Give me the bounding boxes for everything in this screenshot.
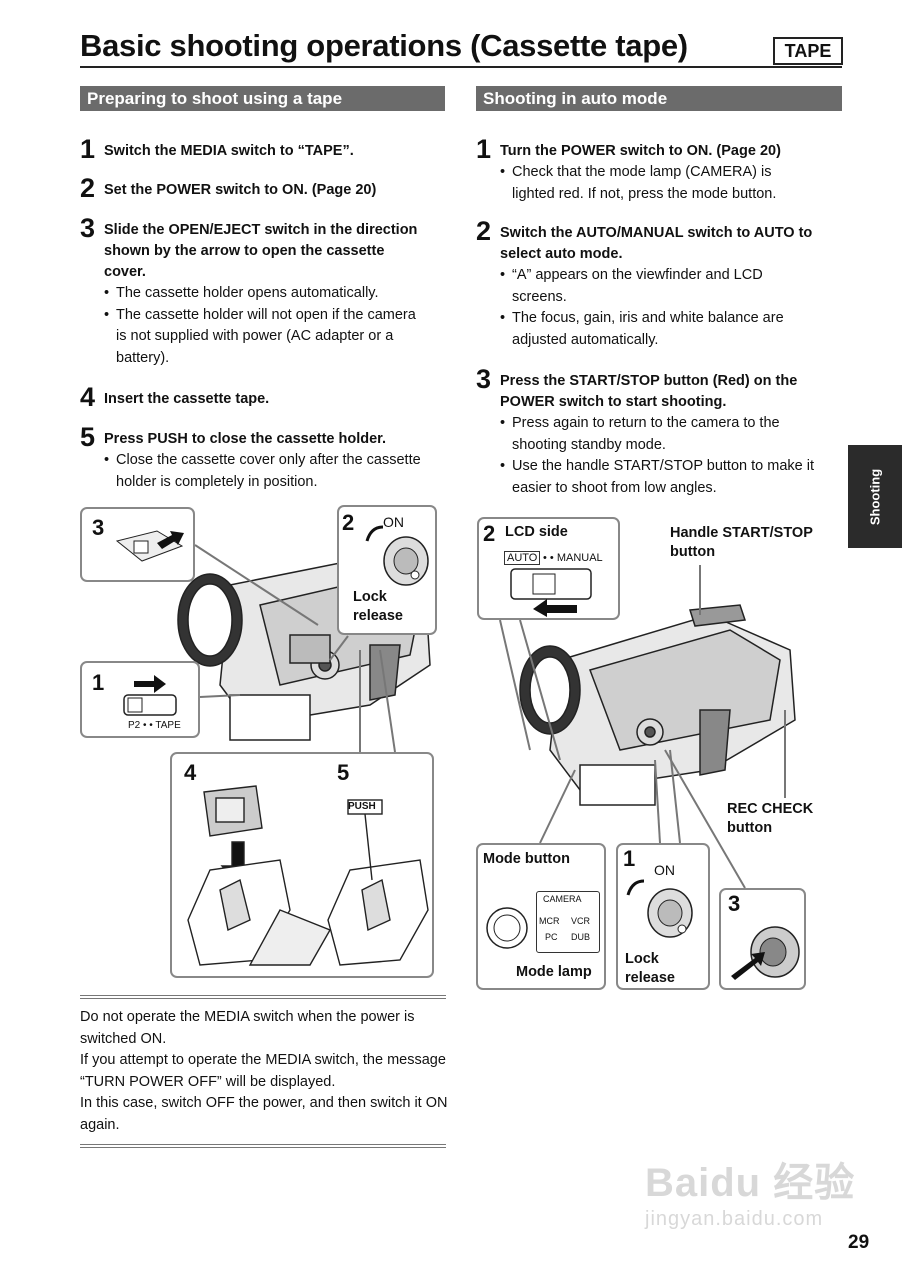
right-step-3: 3 Press the START/STOP button (Red) on t… bbox=[476, 364, 842, 499]
note-line: If you attempt to operate the MEDIA swit… bbox=[80, 1052, 446, 1090]
open-eject-switch-icon bbox=[115, 530, 184, 562]
note-line: In this case, switch OFF the power, and … bbox=[80, 1095, 448, 1133]
left-step-2: 2 Set the POWER switch to ON. (Page 20) bbox=[80, 173, 452, 203]
power-dial-icon bbox=[626, 879, 693, 938]
section-side-tab: Shooting bbox=[848, 445, 902, 548]
step-number: 3 bbox=[476, 364, 492, 394]
on-label: ON bbox=[654, 862, 675, 878]
mode-lamp-panel: CAMERA MCR VCR PC DUB bbox=[536, 891, 600, 953]
left-step-3: 3 Slide the OPEN/EJECT switch in the dir… bbox=[80, 213, 426, 370]
bullet: Close the cassette cover only after the … bbox=[104, 450, 430, 493]
step-text: Switch the AUTO/MANUAL switch to AUTO to… bbox=[500, 225, 813, 262]
power-dial-icon bbox=[365, 525, 429, 586]
pc-lamp-label: PC bbox=[545, 932, 558, 942]
callout-number: 5 bbox=[337, 760, 350, 785]
camera-lamp-label: CAMERA bbox=[543, 894, 582, 904]
mode-button-icon bbox=[486, 907, 528, 949]
handle-start-stop-label: Handle START/STOP button bbox=[670, 525, 813, 560]
media-switch-icon bbox=[123, 675, 177, 716]
push-label: PUSH bbox=[348, 801, 376, 812]
step-number: 3 bbox=[80, 213, 96, 243]
manual-label: • • MANUAL bbox=[543, 552, 603, 564]
step-text: Turn the POWER switch to ON. (Page 20) bbox=[500, 143, 781, 159]
bullet: The focus, gain, iris and white balance … bbox=[500, 308, 822, 351]
note-line: Do not operate the MEDIA switch when the… bbox=[80, 1009, 415, 1047]
figure-media-switch: 1 P2 • • TAPE bbox=[80, 661, 200, 738]
step-number: 1 bbox=[476, 134, 492, 164]
figure-lcd-side: 2 LCD side AUTO • • MANUAL bbox=[477, 517, 620, 620]
page-title: Basic shooting operations (Cassette tape… bbox=[80, 28, 688, 63]
on-label: ON bbox=[383, 514, 404, 530]
left-step-1: 1 Switch the MEDIA switch to “TAPE”. bbox=[80, 134, 452, 164]
callout-number: 2 bbox=[483, 521, 496, 546]
page-number: 29 bbox=[848, 1232, 870, 1253]
left-step-4: 4 Insert the cassette tape. bbox=[80, 382, 452, 412]
media-switch-label: P2 • • TAPE bbox=[128, 720, 181, 731]
callout-number: 2 bbox=[342, 510, 355, 535]
figure-open-eject: 3 bbox=[80, 507, 195, 582]
bullet: The cassette holder opens automatically. bbox=[104, 283, 426, 305]
step-text: Switch the MEDIA switch to “TAPE”. bbox=[104, 143, 354, 159]
note-text: Do not operate the MEDIA switch when the… bbox=[80, 1007, 452, 1136]
lock-release-label: Lock release bbox=[625, 951, 675, 986]
dub-lamp-label: DUB bbox=[571, 932, 591, 942]
figure-cassette-insert: 4 5 PUSH bbox=[170, 752, 434, 978]
bullet: Press again to return to the camera to t… bbox=[500, 413, 832, 456]
bullet: Check that the mode lamp (CAMERA) is lig… bbox=[500, 162, 812, 205]
callout-number: 1 bbox=[623, 846, 636, 871]
step-text: Slide the OPEN/EJECT switch in the direc… bbox=[104, 222, 418, 280]
right-step-1: 1 Turn the POWER switch to ON. (Page 20)… bbox=[476, 134, 842, 205]
mode-lamp-label: Mode lamp bbox=[516, 964, 592, 980]
callout-number: 1 bbox=[92, 670, 105, 695]
figure-power-switch: 2 ON Lock release bbox=[337, 505, 437, 635]
bullet: Use the handle START/STOP button to make… bbox=[500, 456, 842, 499]
start-stop-button-icon bbox=[731, 926, 800, 980]
step-number: 2 bbox=[80, 173, 96, 203]
watermark: Baidu 经验 jingyan.baidu.com bbox=[645, 1150, 855, 1231]
lcd-side-label: LCD side bbox=[505, 524, 568, 540]
watermark-url: jingyan.baidu.com bbox=[645, 1208, 824, 1230]
cassette-holder-illustration bbox=[187, 785, 429, 966]
figure-power-on: 1 ON Lock release bbox=[616, 843, 710, 990]
step-text: Press PUSH to close the cassette holder. bbox=[104, 431, 387, 447]
right-section-heading: Shooting in auto mode bbox=[476, 86, 842, 111]
step-number: 4 bbox=[80, 382, 96, 412]
lock-release-label: Lock release bbox=[353, 589, 403, 624]
vcr-lamp-label: VCR bbox=[571, 916, 591, 926]
step-number: 2 bbox=[476, 216, 492, 246]
auto-manual-switch-icon bbox=[510, 568, 592, 617]
camcorder-illustration-right bbox=[519, 604, 796, 806]
tape-tag: TAPE bbox=[773, 37, 843, 65]
step-text: Set the POWER switch to ON. (Page 20) bbox=[104, 182, 377, 198]
figure-mode-button: Mode button CAMERA MCR VCR PC DUB Mode l… bbox=[476, 843, 606, 990]
figure-start-stop: 3 bbox=[719, 888, 806, 990]
callout-number: 3 bbox=[728, 891, 741, 916]
title-rule bbox=[80, 66, 842, 68]
bullet: “A” appears on the viewfinder and LCD sc… bbox=[500, 265, 812, 308]
auto-label: AUTO bbox=[504, 551, 541, 565]
step-number: 5 bbox=[80, 422, 96, 452]
step-text: Press the START/STOP button (Red) on the… bbox=[500, 373, 798, 410]
side-tab-label: Shooting bbox=[867, 468, 883, 526]
watermark-logo: Baidu 经验 bbox=[645, 1161, 856, 1205]
note-top-rule bbox=[80, 995, 446, 999]
step-text: Insert the cassette tape. bbox=[104, 391, 270, 407]
rec-check-label: REC CHECK button bbox=[727, 801, 814, 836]
step-number: 1 bbox=[80, 134, 96, 164]
mcr-lamp-label: MCR bbox=[539, 916, 560, 926]
left-section-heading: Preparing to shoot using a tape bbox=[80, 86, 445, 111]
left-step-5: 5 Press PUSH to close the cassette holde… bbox=[80, 422, 430, 493]
callout-number: 4 bbox=[184, 760, 197, 785]
note-bottom-rule bbox=[80, 1144, 446, 1148]
mode-button-label: Mode button bbox=[483, 851, 570, 867]
callout-number: 3 bbox=[92, 515, 105, 540]
bullet: The cassette holder will not open if the… bbox=[104, 305, 426, 370]
right-step-2: 2 Switch the AUTO/MANUAL switch to AUTO … bbox=[476, 216, 836, 351]
